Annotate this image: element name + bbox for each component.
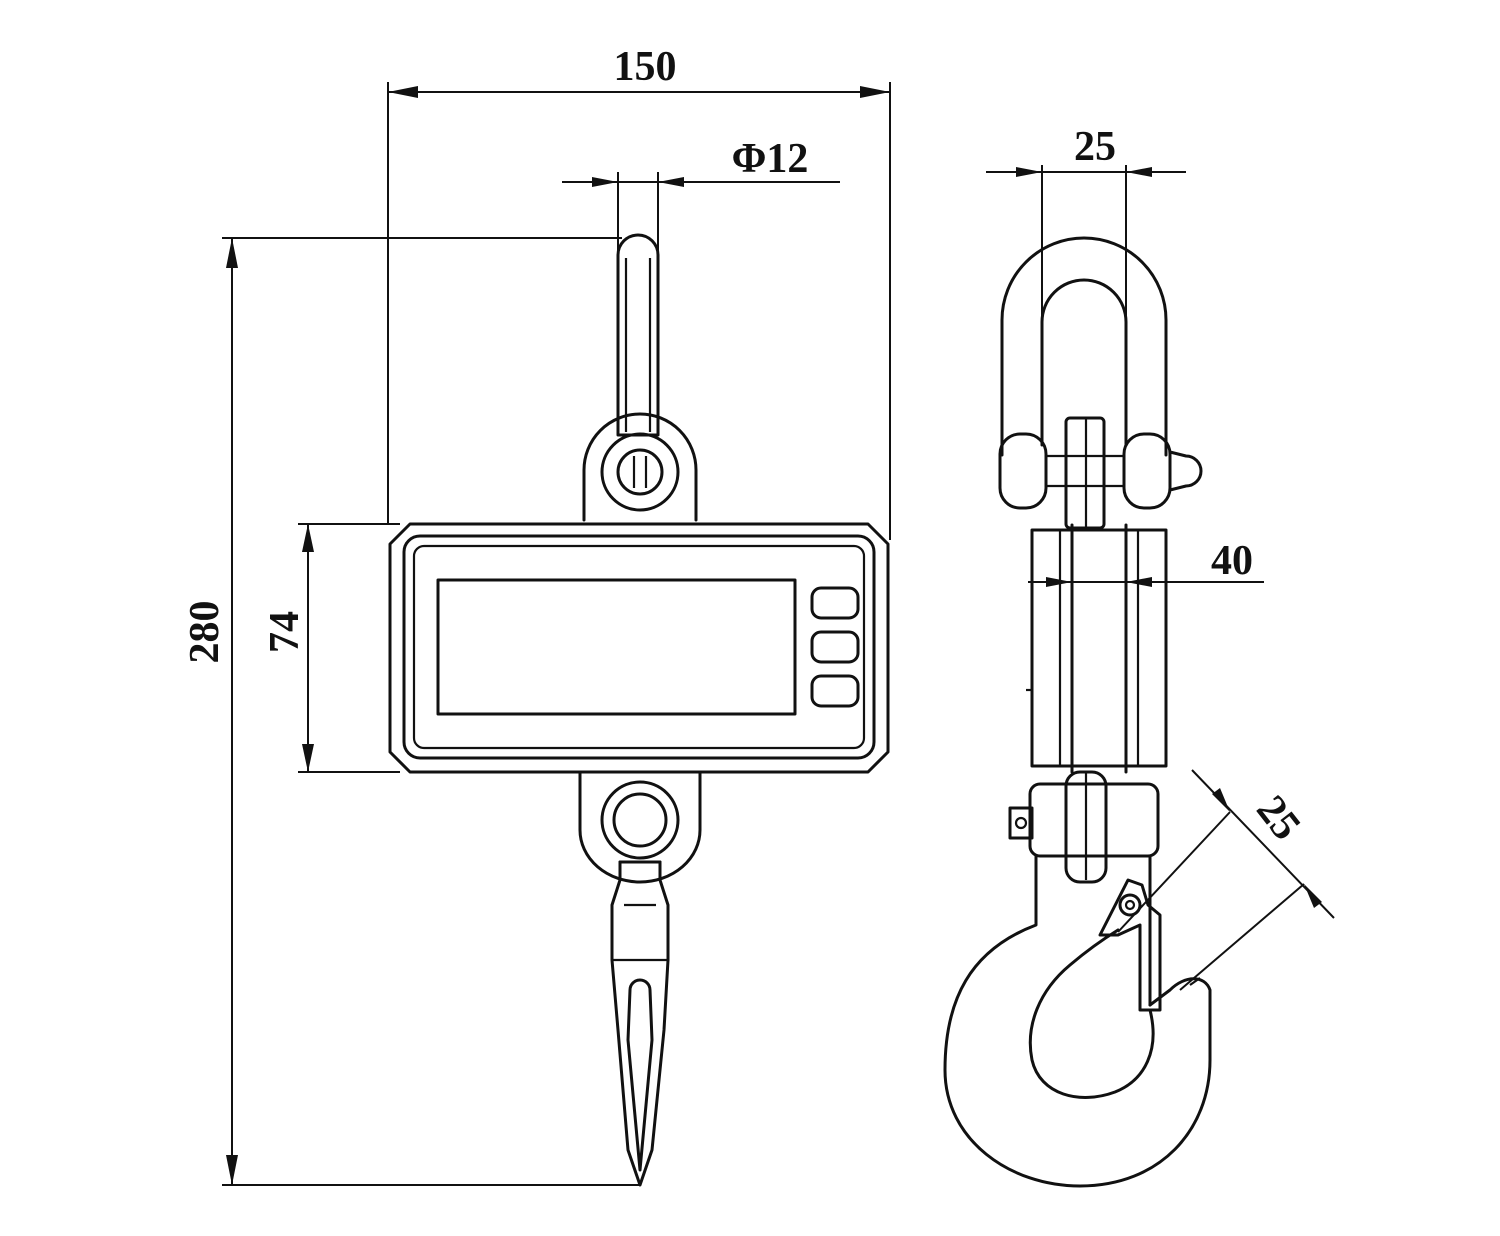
button-top xyxy=(810,586,860,620)
dim-shackle-width-label: 25 xyxy=(1074,124,1116,170)
dim-width-150: 150 xyxy=(387,44,891,540)
display-window xyxy=(436,578,797,716)
dim-hook-opening-label: 25 xyxy=(1247,787,1309,848)
shackle xyxy=(998,236,1203,530)
button-middle xyxy=(810,630,860,664)
dim-total-height: 280 xyxy=(182,237,640,1186)
lower-lug xyxy=(578,770,702,884)
dim-body-height-label: 74 xyxy=(262,611,308,653)
dim-ring-diameter-label: Φ12 xyxy=(732,136,809,182)
dim-shackle-width: 25 xyxy=(986,124,1186,322)
top-lifting-ring xyxy=(616,233,660,437)
lower-swivel xyxy=(1008,770,1160,902)
upper-lug xyxy=(582,412,698,522)
dim-body-depth: 40 xyxy=(1028,538,1264,587)
dim-body-depth-label: 40 xyxy=(1211,538,1253,584)
front-hook xyxy=(610,860,670,1187)
dim-ring-diameter: Φ12 xyxy=(562,136,840,250)
dim-width-label: 150 xyxy=(614,44,677,90)
dim-body-height: 74 xyxy=(262,523,400,773)
button-bottom xyxy=(810,674,860,708)
button-group xyxy=(810,586,860,708)
side-housing xyxy=(1026,523,1168,774)
scale-housing xyxy=(388,522,890,774)
side-view: 25 40 25 xyxy=(943,124,1335,1188)
dim-total-height-label: 280 xyxy=(182,601,228,664)
side-hook xyxy=(943,868,1212,1188)
front-view: 150 Φ12 280 74 xyxy=(182,44,891,1187)
